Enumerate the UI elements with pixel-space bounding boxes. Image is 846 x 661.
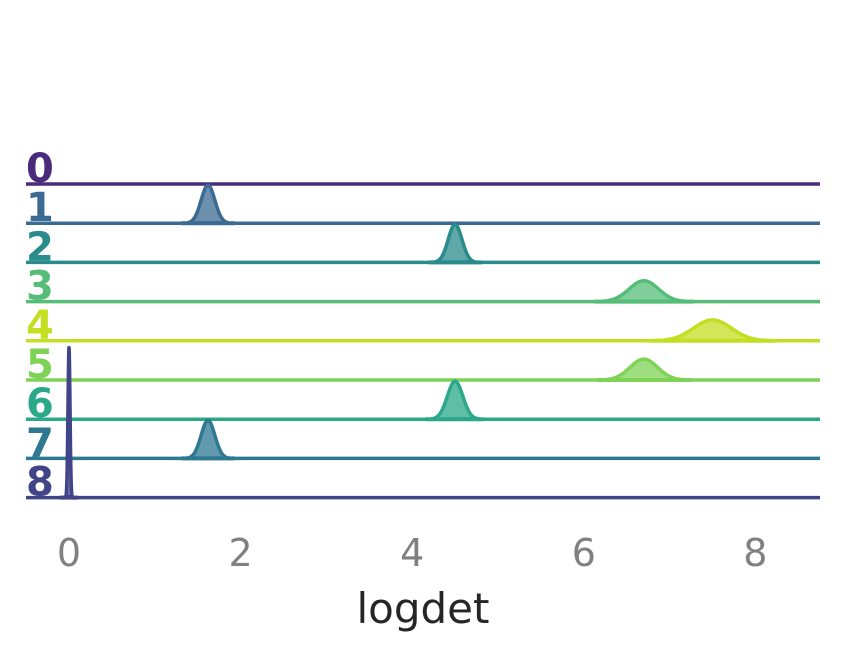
row-label-1: 1 <box>26 185 54 231</box>
ridges <box>26 182 820 500</box>
row-label-7: 7 <box>26 420 54 466</box>
density-peak-7 <box>185 418 231 461</box>
x-tick-label: 4 <box>400 531 424 575</box>
ridge-row-7 <box>26 418 820 461</box>
ridge-row-4 <box>26 318 820 343</box>
x-tick-label: 2 <box>229 531 253 575</box>
ridge-row-2 <box>26 222 820 265</box>
x-tick-label: 0 <box>57 531 81 575</box>
ridge-row-1 <box>26 183 820 226</box>
x-axis-ticks: 0 2 4 6 8 <box>57 531 768 575</box>
x-tick-label: 8 <box>743 531 767 575</box>
density-peak-8 <box>64 345 74 500</box>
ridge-row-6 <box>26 379 820 422</box>
density-peak-2 <box>432 222 478 265</box>
density-peak-3 <box>598 278 690 304</box>
density-peak-1 <box>185 183 231 225</box>
row-label-8: 8 <box>26 460 54 506</box>
row-label-2: 2 <box>26 224 54 270</box>
x-tick-label: 6 <box>572 531 596 575</box>
density-peak-4 <box>654 318 771 343</box>
ridge-row-3 <box>26 278 820 304</box>
row-label-3: 3 <box>26 264 54 310</box>
x-axis-title: logdet <box>357 584 490 633</box>
ridge-row-8 <box>26 345 820 500</box>
row-label-5: 5 <box>26 342 54 388</box>
row-label-6: 6 <box>26 381 54 427</box>
ridge-row-5 <box>26 357 820 382</box>
density-peak-5 <box>600 357 687 382</box>
density-peak-6 <box>430 379 481 421</box>
row-label-4: 4 <box>26 303 54 349</box>
row-label-0: 0 <box>26 146 54 192</box>
